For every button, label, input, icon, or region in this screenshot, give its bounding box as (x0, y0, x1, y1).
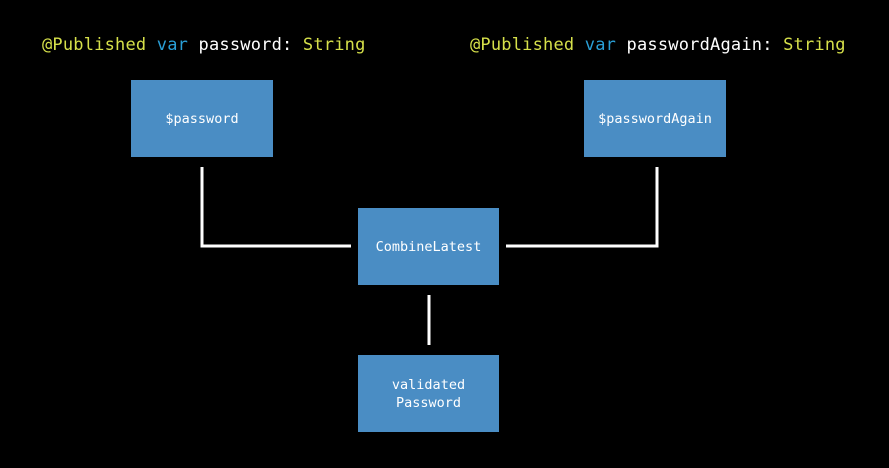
var-keyword: var (584, 35, 617, 55)
password-declaration: @Published var password: String (42, 34, 366, 56)
property-type: String (302, 35, 366, 55)
connector-password-to-combine (200, 167, 351, 248)
property-type: String (783, 35, 846, 55)
published-attribute: @Published (470, 35, 575, 55)
validated-password-node: validated Password (358, 355, 499, 432)
property-name: password (198, 35, 283, 55)
property-name: passwordAgain (626, 35, 763, 55)
password-publisher-node: $password (131, 80, 273, 157)
password-again-publisher-node: $passwordAgain (584, 80, 726, 157)
type-colon: : (762, 35, 773, 55)
combine-latest-node: CombineLatest (358, 208, 499, 285)
connector-password-again-to-combine (506, 167, 659, 248)
var-keyword: var (156, 35, 189, 55)
published-attribute: @Published (42, 35, 147, 55)
password-again-declaration: @Published var passwordAgain: String (470, 34, 846, 56)
type-colon: : (282, 35, 293, 55)
